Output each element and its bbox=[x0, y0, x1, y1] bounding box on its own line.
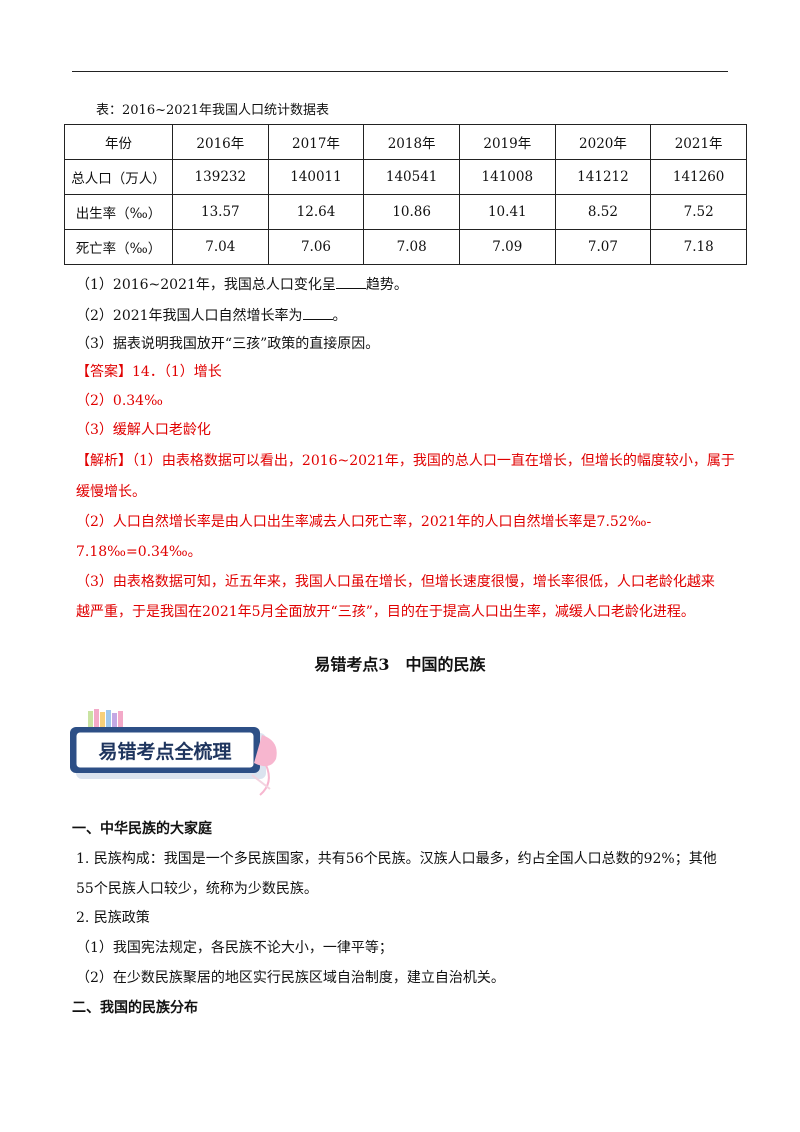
question-2-text: （2）2021年我国人口自然增长率为 bbox=[76, 308, 303, 324]
population-table: 年份 2016年 2017年 2018年 2019年 2020年 2021年 总… bbox=[64, 124, 747, 265]
table-cell: 140541 bbox=[363, 159, 460, 195]
table-cell: 12.64 bbox=[267, 194, 365, 230]
content-paragraph: （2）在少数民族聚居的地区实行民族区域自治制度，建立自治机关。 bbox=[76, 970, 505, 986]
table-cell: 7.04 bbox=[172, 229, 269, 265]
table-header-cell: 2018年 bbox=[363, 124, 460, 160]
table-header-cell: 年份 bbox=[64, 124, 173, 160]
banner-title: 易错考点全梳理 bbox=[98, 740, 231, 763]
table-cell: 总人口（万人） bbox=[64, 159, 173, 195]
question-1: （1）2016~2021年，我国总人口变化呈 趋势。 bbox=[76, 274, 408, 294]
question-2: （2）2021年我国人口自然增长率为 。 bbox=[76, 305, 347, 325]
table-cell: 7.08 bbox=[363, 229, 460, 265]
analysis-line: 越严重，于是我国在2021年5月全面放开“三孩”，目的在于提高人口出生率，减缓人… bbox=[76, 604, 695, 620]
question-2-suffix: 。 bbox=[332, 308, 347, 324]
analysis-line: （2）人口自然增长率是由人口出生率减去人口死亡率，2021年的人口自然增长率是7… bbox=[76, 514, 652, 530]
table-cell: 139232 bbox=[172, 159, 269, 195]
table-cell: 死亡率（‰） bbox=[64, 229, 173, 265]
table-header-cell: 2017年 bbox=[267, 124, 365, 160]
table-row: 总人口（万人） 139232 140011 140541 141008 1412… bbox=[64, 159, 747, 195]
content-paragraph: 1. 民族构成：我国是一个多民族国家，共有56个民族。汉族人口最多，约占全国人口… bbox=[76, 851, 717, 867]
table-cell: 10.86 bbox=[363, 194, 460, 230]
content-paragraph: 2. 民族政策 bbox=[76, 910, 150, 926]
content-paragraph: 55个民族人口较少，统称为少数民族。 bbox=[76, 881, 318, 897]
table-header-cell: 2016年 bbox=[172, 124, 269, 160]
analysis-line: 缓慢增长。 bbox=[76, 484, 146, 500]
table-cell: 7.06 bbox=[267, 229, 365, 265]
question-1-text: （1）2016~2021年，我国总人口变化呈 bbox=[76, 277, 336, 293]
table-header-cell: 2020年 bbox=[554, 124, 652, 160]
answer-3: （3）缓解人口老龄化 bbox=[76, 422, 211, 438]
table-row: 死亡率（‰） 7.04 7.06 7.08 7.09 7.07 7.18 bbox=[64, 229, 747, 265]
table-cell: 13.57 bbox=[172, 194, 269, 230]
table-cell: 141260 bbox=[650, 159, 747, 195]
question-1-suffix: 趋势。 bbox=[365, 277, 408, 293]
table-cell: 7.07 bbox=[554, 229, 652, 265]
analysis-line: 【解析】（1）由表格数据可以看出，2016~2021年，我国的总人口一直在增长，… bbox=[76, 453, 735, 469]
table-header-cell: 2019年 bbox=[458, 124, 556, 160]
table-cell: 141008 bbox=[458, 159, 556, 195]
table-cell: 10.41 bbox=[458, 194, 556, 230]
table-header-cell: 2021年 bbox=[650, 124, 747, 160]
table-cell: 出生率（‰） bbox=[64, 194, 173, 230]
answer-blank bbox=[302, 307, 333, 320]
content-paragraph: （1）我国宪法规定，各民族不论大小，一律平等； bbox=[76, 940, 393, 956]
table-row: 出生率（‰） 13.57 12.64 10.86 10.41 8.52 7.52 bbox=[64, 194, 747, 230]
answer-1: 【答案】14．（1）增长 bbox=[76, 364, 222, 380]
banner-graphic: 易错考点全梳理 bbox=[70, 709, 277, 796]
header-rule bbox=[72, 71, 728, 72]
table-cell: 7.09 bbox=[458, 229, 556, 265]
section-title: 易错考点3 中国的民族 bbox=[314, 655, 486, 674]
answer-2: （2）0.34‰ bbox=[76, 393, 163, 409]
analysis-line: 7.18‰=0.34‰。 bbox=[76, 544, 202, 560]
question-3: （3）据表说明我国放开“三孩”政策的直接原因。 bbox=[76, 336, 380, 352]
table-cell: 140011 bbox=[267, 159, 365, 195]
table-header-row: 年份 2016年 2017年 2018年 2019年 2020年 2021年 bbox=[64, 124, 747, 160]
table-cell: 141212 bbox=[554, 159, 652, 195]
content-heading: 一、中华民族的大家庭 bbox=[72, 821, 212, 837]
table-cell: 7.18 bbox=[650, 229, 747, 265]
answer-blank bbox=[335, 276, 366, 289]
table-cell: 7.52 bbox=[650, 194, 747, 230]
analysis-line: （3）由表格数据可知，近五年来，我国人口虽在增长，但增长速度很慢，增长率很低，人… bbox=[76, 574, 715, 590]
table-cell: 8.52 bbox=[554, 194, 652, 230]
banner-decoration: 易错考点全梳理 bbox=[66, 705, 296, 805]
content-heading: 二、我国的民族分布 bbox=[72, 1000, 198, 1016]
table-caption: 表：2016~2021年我国人口统计数据表 bbox=[96, 103, 330, 118]
